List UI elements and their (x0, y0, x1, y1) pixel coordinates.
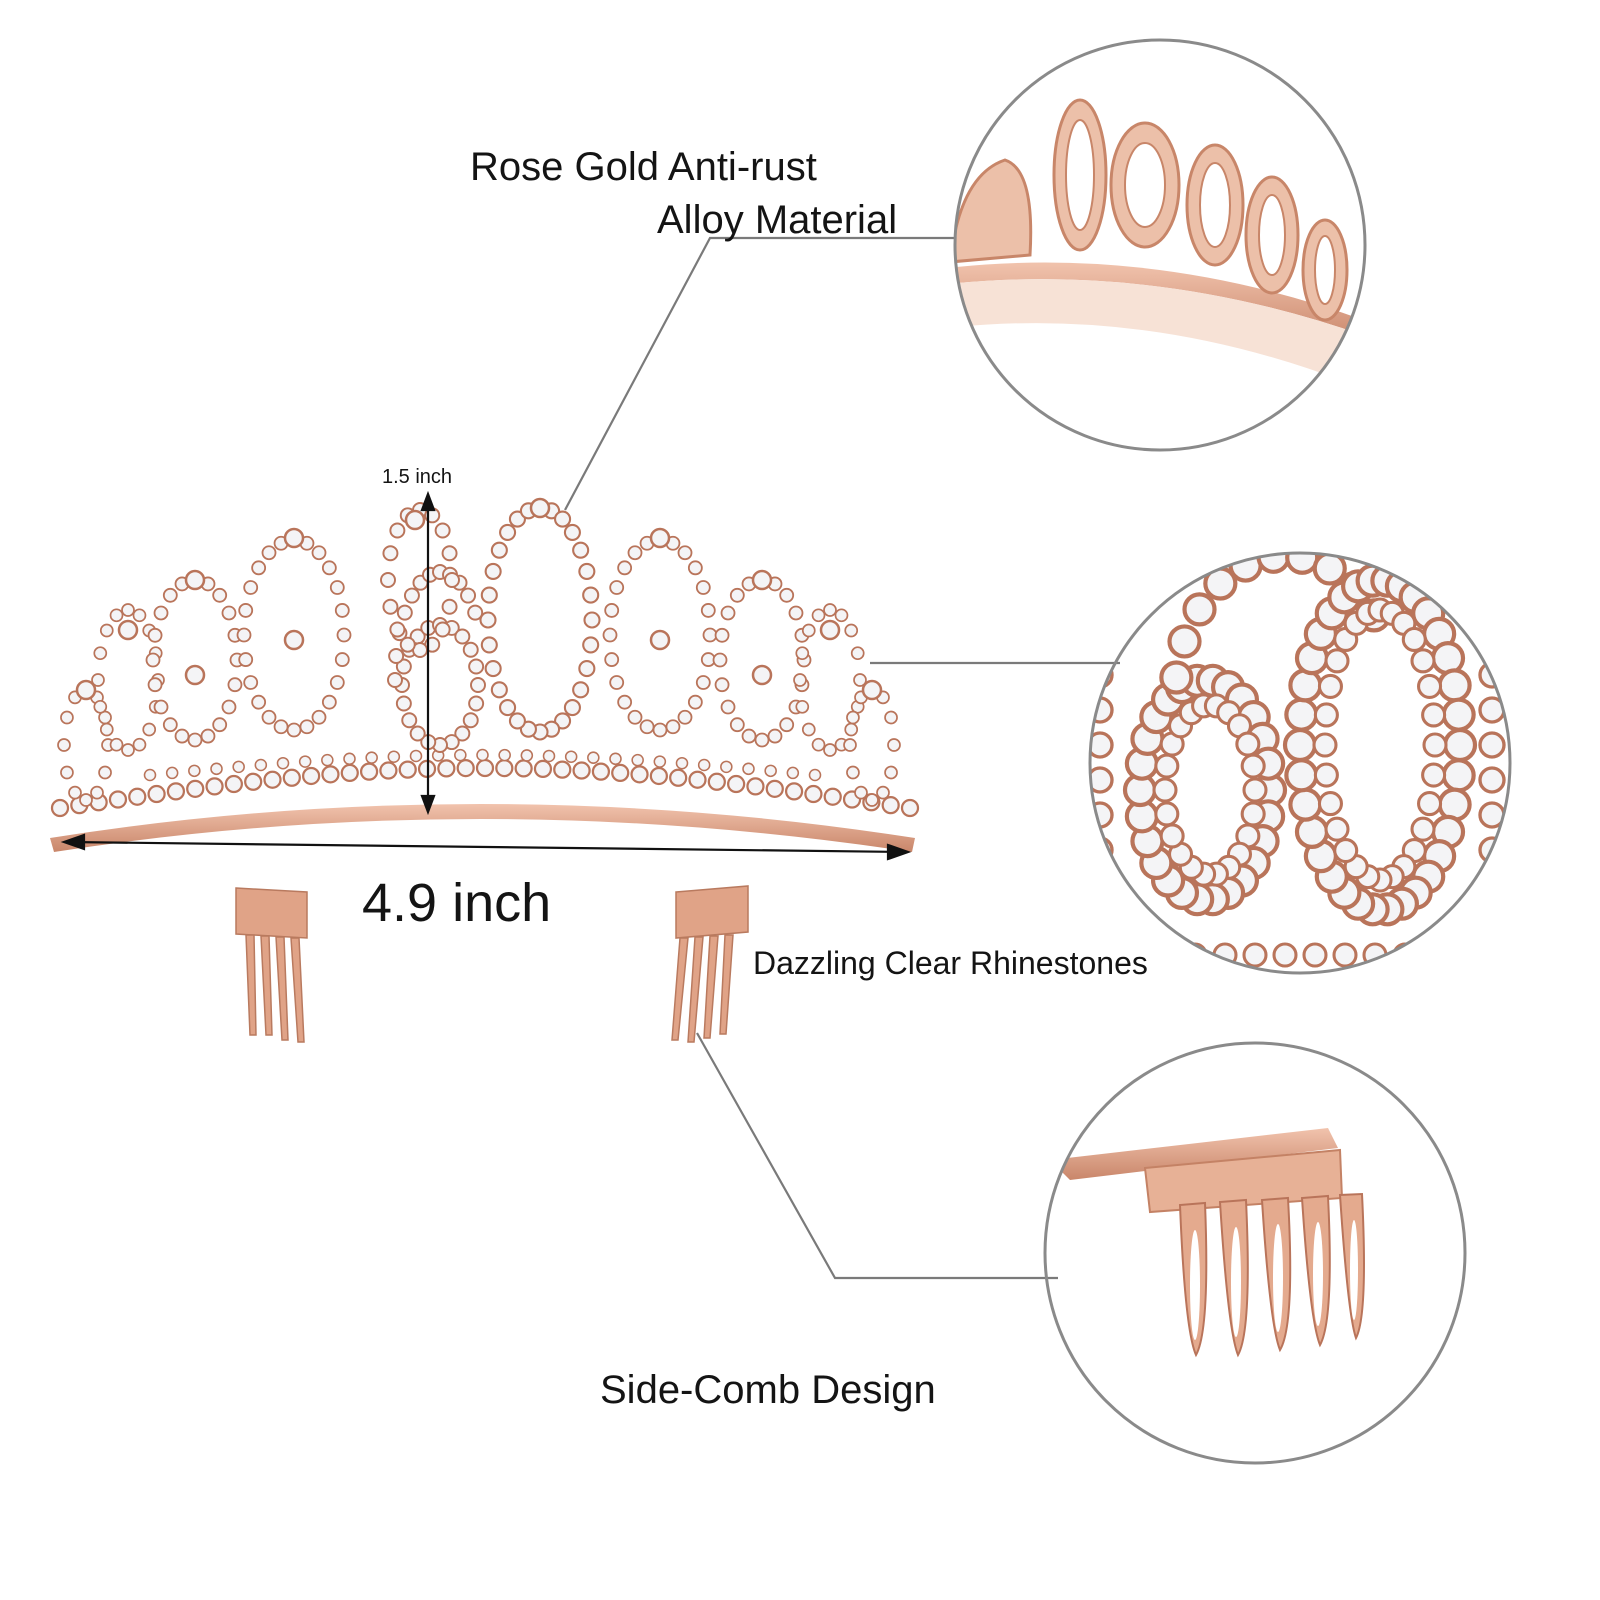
width-arrow-line (67, 840, 907, 854)
comb-label: Side-Comb Design (600, 1368, 936, 1412)
callout-rhinestones-closeup (1088, 551, 1512, 975)
height-arrow-top (420, 490, 436, 512)
width-arrow-left (60, 833, 86, 851)
leader-lines (564, 236, 1120, 1280)
leader-line-comb (696, 1032, 1058, 1280)
width-label: 4.9 inch (362, 873, 552, 933)
callout-comb-closeup (1043, 1041, 1467, 1465)
tiara-rhinestones (50, 497, 920, 818)
tiara-band (50, 804, 915, 852)
height-label: 1.5 inch (382, 466, 453, 488)
callout-material-closeup (953, 38, 1367, 452)
right-side-comb (671, 885, 749, 1043)
leader-line-material (564, 236, 955, 511)
material-label-line1: Rose Gold Anti-rust (470, 145, 817, 189)
rhinestones-label: Dazzling Clear Rhinestones (753, 945, 1148, 981)
width-arrow-right (886, 843, 912, 861)
dimension-arrows (60, 490, 912, 861)
material-label-line2: Alloy Material (657, 198, 898, 242)
tiara (50, 497, 920, 1043)
height-arrow-bottom (420, 794, 436, 816)
left-side-comb (235, 887, 308, 1043)
